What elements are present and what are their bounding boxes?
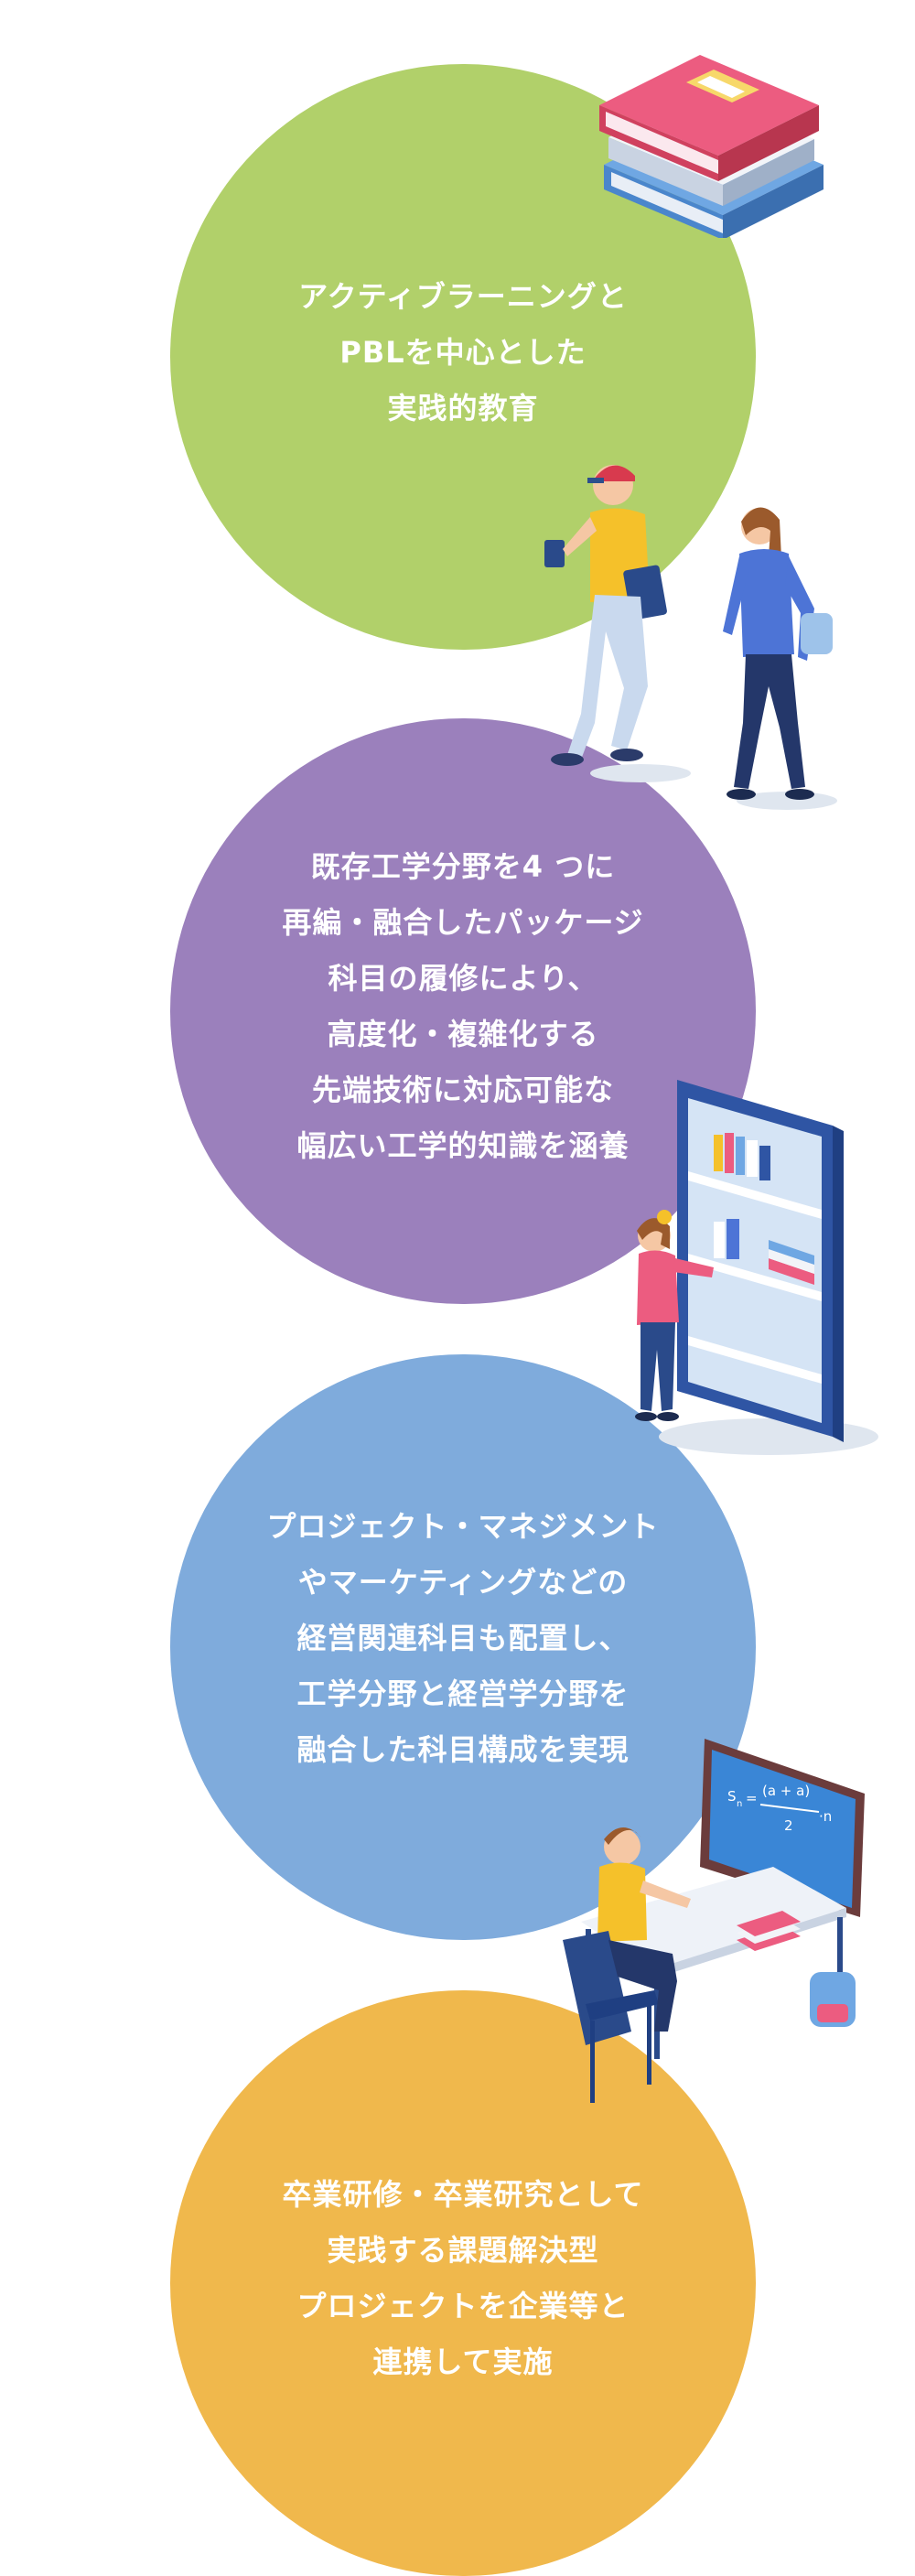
formula-numerator: (a + a) [762, 1783, 810, 1799]
circle-text-line: 連携して実施 [372, 2344, 554, 2379]
education-circle-2: 既存工学分野を4 つに 再編・融合したパッケージ 科目の履修により、 高度化・複… [170, 718, 756, 1304]
formula-equals: = [746, 1790, 758, 1806]
circle-text-line: 高度化・複雑化する [327, 1017, 599, 1051]
circle-2-text: 既存工学分野を4 つに 再編・融合したパッケージ 科目の履修により、 高度化・複… [282, 839, 643, 1174]
circle-text-line: PBLを中心とした [339, 334, 587, 370]
formula-denominator: 2 [784, 1817, 793, 1834]
circle-text-line: 実践する課題解決型 [327, 2233, 599, 2268]
circle-text-line: 科目の履修により、 [328, 961, 598, 996]
circle-text-line: 先端技術に対応可能な [311, 1072, 614, 1107]
education-circle-1: アクティブラーニングと PBLを中心とした 実践的教育 [170, 64, 756, 650]
circle-text-line: 工学分野と経営学分野を [296, 1676, 630, 1711]
circle-text-line: プロジェクト・マネジメント [266, 1508, 660, 1544]
circle-text-line: 卒業研修・卒業研究として [282, 2177, 644, 2212]
circle-text-line: 既存工学分野を4 つに [310, 849, 616, 884]
circle-1-text: アクティブラーニングと PBLを中心とした 実践的教育 [298, 269, 627, 437]
circle-text-line: プロジェクトを企業等と [296, 2289, 630, 2323]
formula-mult: ·n [819, 1808, 832, 1825]
circle-3-text: プロジェクト・マネジメント やマーケティングなどの 経営関連科目も配置し、 工学… [266, 1499, 659, 1778]
circle-text-line: 実践的教育 [387, 390, 539, 426]
circle-4-text: 卒業研修・卒業研究として 実践する課題解決型 プロジェクトを企業等と 連携して実… [282, 2167, 643, 2390]
circle-text-line: アクティブラーニングと [298, 278, 628, 314]
circle-text-line: やマーケティングなどの [297, 1564, 629, 1600]
circle-text-line: 再編・融合したパッケージ [282, 905, 644, 940]
circle-text-line: 経営関連科目も配置し、 [296, 1620, 630, 1655]
circle-text-line: 幅広い工学的知識を涵養 [296, 1128, 630, 1163]
education-circle-4: 卒業研修・卒業研究として 実践する課題解決型 プロジェクトを企業等と 連携して実… [170, 1990, 756, 2576]
circle-text-line: 融合した科目構成を実現 [296, 1731, 630, 1767]
formula-s: S [727, 1788, 737, 1805]
formula-sub: n [737, 1799, 742, 1809]
education-circle-3: プロジェクト・マネジメント やマーケティングなどの 経営関連科目も配置し、 工学… [170, 1354, 756, 1940]
chalkboard-formula: S n = (a + a) 2 ·n [727, 1783, 832, 1834]
